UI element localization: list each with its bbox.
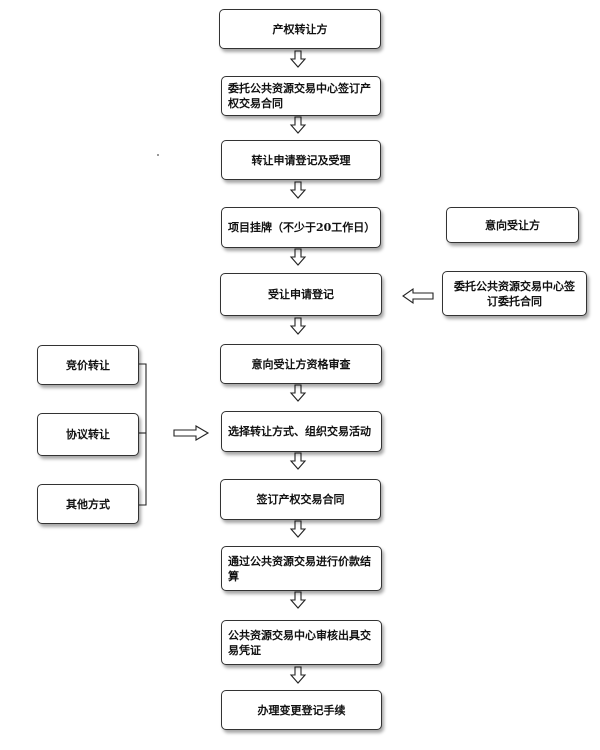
option-other: 其他方式 xyxy=(37,484,139,524)
down-arrow-9 xyxy=(289,591,307,609)
step-registration: 转让申请登记及受理 xyxy=(221,140,381,180)
down-arrow-1 xyxy=(289,50,307,68)
right-arrow xyxy=(173,425,210,441)
step-choose-method: 选择转让方式、组织交易活动 xyxy=(221,411,382,452)
option-agreement: 协议转让 xyxy=(37,413,139,456)
step-entrust-contract: 委托公共资源交易中心签订产权交易合同 xyxy=(221,76,381,116)
step-issue-certificate: 公共资源交易中心审核出具交易凭证 xyxy=(221,620,382,665)
scan-dot xyxy=(157,154,159,156)
buyer-entrust-contract-box: 委托公共资源交易中心签订委托合同 xyxy=(442,271,587,316)
down-arrow-4 xyxy=(289,248,307,266)
step-listing: 项目挂牌（不少于20工作日） xyxy=(221,207,381,248)
option-bidding: 竞价转让 xyxy=(37,345,139,385)
options-bracket xyxy=(139,363,147,506)
down-arrow-7 xyxy=(289,452,307,470)
step-buyer-registration: 受让申请登记 xyxy=(220,273,382,316)
step-qualification-review: 意向受让方资格审查 xyxy=(220,344,382,384)
down-arrow-5 xyxy=(289,317,307,335)
step-change-registration: 办理变更登记手续 xyxy=(221,690,382,730)
down-arrow-10 xyxy=(289,666,307,684)
down-arrow-2 xyxy=(289,116,307,134)
down-arrow-8 xyxy=(289,520,307,538)
intended-buyer-box: 意向受让方 xyxy=(446,207,579,243)
down-arrow-6 xyxy=(289,384,307,402)
left-arrow xyxy=(402,287,434,305)
step-sign-contract: 签订产权交易合同 xyxy=(220,479,381,520)
step-settlement: 通过公共资源交易进行价款结算 xyxy=(221,546,382,591)
step-transferor: 产权转让方 xyxy=(219,9,381,49)
down-arrow-3 xyxy=(289,181,307,199)
